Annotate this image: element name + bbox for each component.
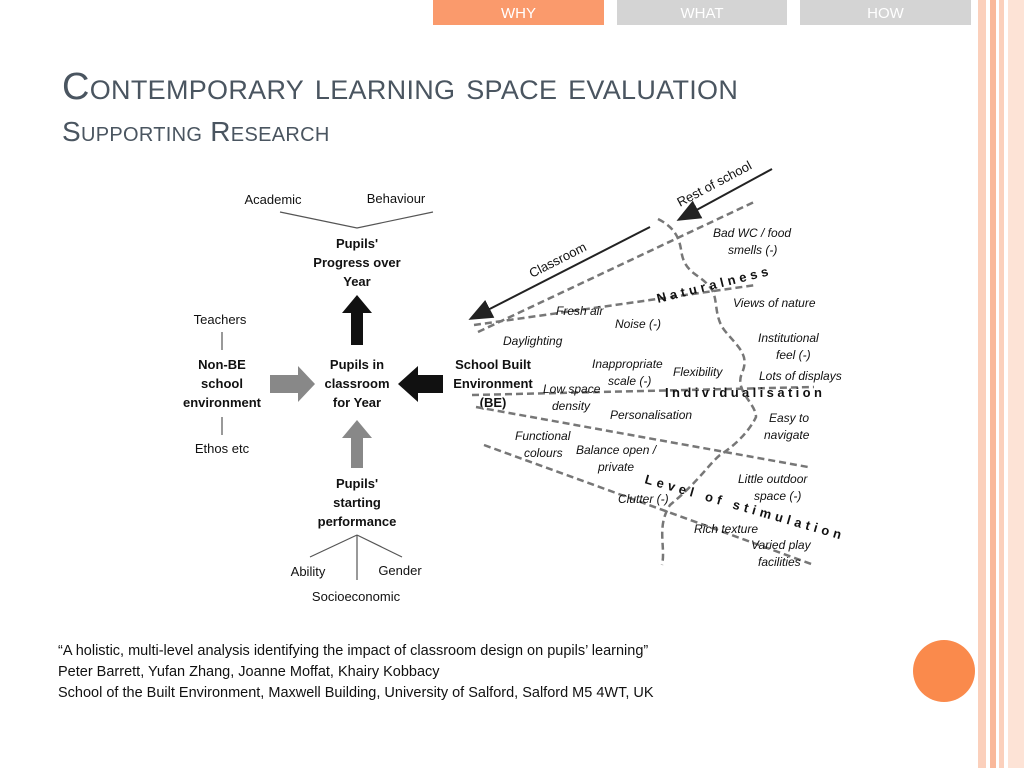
factor-bad-wc-2: smells (-) (728, 243, 777, 257)
bracket-bottom-right (356, 534, 403, 558)
factor-outdoor-2: space (-) (754, 489, 801, 503)
decor-stripe-4 (1008, 0, 1024, 768)
factor-inappropriate-1: Inappropriate (592, 357, 663, 371)
decor-circle (913, 640, 975, 702)
label-ability: Ability (291, 564, 326, 579)
label-progress-2: Progress over (313, 255, 400, 270)
arrow-rest-of-school (676, 168, 773, 221)
arrow-right-nonbe (270, 366, 315, 402)
factor-low-space-1: Low space (543, 382, 601, 396)
label-starting-3: performance (318, 514, 397, 529)
label-socioeconomic: Socioeconomic (312, 589, 401, 604)
factor-fresh-air: Fresh air (556, 304, 604, 318)
label-center-2: classroom (324, 376, 389, 391)
factor-functional-2: colours (524, 446, 563, 460)
label-nonbe-3: environment (183, 395, 262, 410)
factor-varied-2: facilities (758, 555, 801, 569)
factor-outdoor-1: Little outdoor (738, 472, 808, 486)
dash-line-3 (471, 385, 815, 397)
dash-line-2 (473, 283, 757, 327)
decor-stripe-3 (999, 0, 1004, 768)
citation-authors: Peter Barrett, Yufan Zhang, Joanne Moffa… (58, 664, 440, 680)
decor-stripe-1 (978, 0, 986, 768)
factor-institutional-2: feel (-) (776, 348, 811, 362)
factor-personalisation: Personalisation (610, 408, 692, 422)
arrow-classroom (468, 226, 651, 320)
label-academic: Academic (244, 192, 302, 207)
arrow-left-be (398, 366, 443, 402)
factor-varied-1: Varied play (751, 538, 812, 552)
factor-bad-wc-1: Bad WC / food (713, 226, 791, 240)
label-teachers: Teachers (194, 312, 247, 327)
label-individualisation: Individualisation (665, 385, 825, 400)
dash-wavy-1 (657, 217, 758, 566)
label-nonbe-2: school (201, 376, 243, 391)
decor-stripe-2 (990, 0, 996, 768)
label-ethos: Ethos etc (195, 441, 250, 456)
factor-flexibility: Flexibility (673, 365, 723, 379)
arrow-up-progress (342, 295, 372, 345)
factor-institutional-1: Institutional (758, 331, 819, 345)
page-title: Contemporary learning space evaluation (62, 66, 739, 108)
page-subtitle: Supporting Research (62, 116, 330, 147)
research-diagram: Academic Behaviour Pupils' Progress over… (183, 158, 847, 604)
citation: “A holistic, multi-level analysis identi… (58, 641, 654, 704)
label-starting-2: starting (333, 495, 381, 510)
label-center-3: for Year (333, 395, 381, 410)
factor-easy-1: Easy to (769, 411, 809, 425)
factor-displays: Lots of displays (759, 369, 842, 383)
tab-what[interactable]: WHAT (617, 0, 787, 25)
dash-line-5 (483, 443, 815, 567)
citation-affiliation: School of the Built Environment, Maxwell… (58, 685, 654, 701)
factor-clutter: Clutter (-) (618, 492, 669, 506)
label-center-1: Pupils in (330, 357, 384, 372)
tab-how[interactable]: HOW (800, 0, 971, 25)
factor-inappropriate-2: scale (-) (608, 374, 651, 388)
label-be-2: Environment (453, 376, 533, 391)
factor-views: Views of nature (733, 296, 816, 310)
bracket-bottom-left (309, 534, 358, 558)
factor-rich: Rich texture (694, 522, 758, 536)
tab-why[interactable]: WHY (433, 0, 604, 25)
label-behaviour: Behaviour (367, 191, 426, 206)
factor-balance-1: Balance open / (576, 443, 658, 457)
label-gender: Gender (378, 563, 422, 578)
label-progress-3: Year (343, 274, 370, 289)
dash-line-4 (475, 405, 809, 469)
dash-line-1 (477, 200, 755, 334)
bracket-top (279, 211, 434, 229)
factor-daylighting: Daylighting (503, 334, 563, 348)
arrow-up-starting (342, 420, 372, 468)
factor-noise: Noise (-) (615, 317, 661, 331)
citation-title: “A holistic, multi-level analysis identi… (58, 643, 649, 659)
label-nonbe-1: Non-BE (198, 357, 246, 372)
label-be-1: School Built (455, 357, 532, 372)
factor-low-space-2: density (552, 399, 591, 413)
factor-functional-1: Functional (515, 429, 571, 443)
factor-easy-2: navigate (764, 428, 810, 442)
label-starting-1: Pupils' (336, 476, 378, 491)
label-be-3: (BE) (480, 395, 507, 410)
factor-balance-2: private (597, 460, 634, 474)
label-progress-1: Pupils' (336, 236, 378, 251)
label-rest-of-school: Rest of school (674, 158, 754, 210)
